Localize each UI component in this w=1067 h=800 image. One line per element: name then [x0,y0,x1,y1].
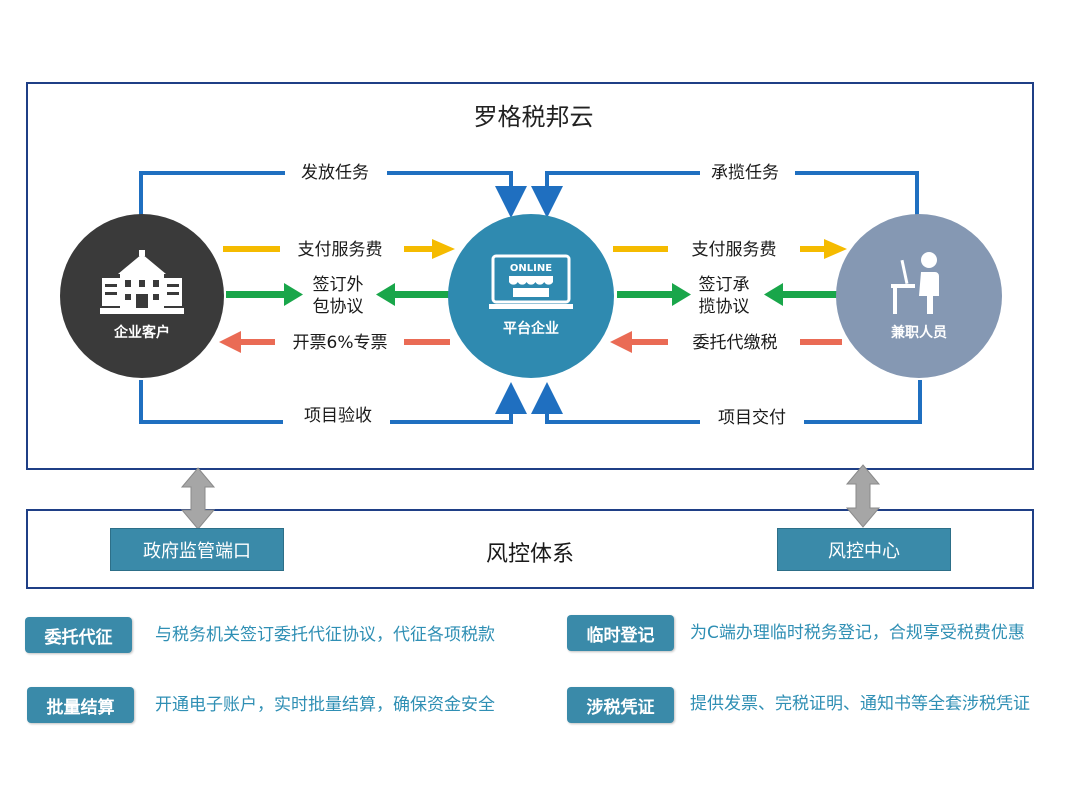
building-icon [100,250,184,314]
project-accept-label: 项目验收 [304,406,372,426]
platform-node: ONLINE 平台企业 [448,214,614,378]
entrust-tax-arrow [610,331,842,353]
undertake-task-label: 承揽任务 [711,163,779,183]
sign-undertake-label-2: 揽协议 [698,297,750,317]
risk-center-button[interactable]: 风控中心 [777,528,951,571]
pay-fee-left-label: 支付服务费 [297,240,383,260]
center-double-arrow [845,464,881,528]
feature-desc-tax-voucher: 提供发票、完税证明、通知书等全套涉税凭证 [690,694,1030,714]
parttime-label: 兼职人员 [891,325,947,341]
feature-tag-tax-voucher: 涉税凭证 [567,687,674,723]
entrust-tax-label: 委托代缴税 [692,333,778,353]
svg-text:ONLINE: ONLINE [510,263,552,274]
issue-task-label: 发放任务 [301,163,369,183]
online-store-icon: ONLINE [489,254,573,309]
project-deliver-label: 项目交付 [718,408,786,428]
feature-desc-entrust: 与税务机关签订委托代征协议，代征各项税款 [155,625,495,645]
risk-system-label: 风控体系 [485,542,574,567]
platform-label: 平台企业 [503,321,559,337]
project-deliver-line [547,380,922,424]
feature-tag-batch-settle: 批量结算 [27,687,134,723]
enterprise-label: 企业客户 [114,325,170,341]
feature-desc-batch-settle: 开通电子账户，实时批量结算，确保资金安全 [155,695,495,715]
sign-outsource-label-2: 包协议 [312,297,364,317]
risk-control-frame [26,509,1034,589]
enterprise-node: 企业客户 [60,214,224,378]
diagram-title: 罗格税邦云 [473,103,594,131]
pay-fee-left-arrow [223,239,455,259]
pay-fee-right-arrow [613,239,847,259]
invoice-label: 开票6%专票 [292,333,388,353]
parttime-node: 兼职人员 [836,214,1002,378]
worker-at-desk-icon [891,252,939,314]
feature-desc-temp-register: 为C端办理临时税务登记，合规享受税费优惠 [690,623,1025,643]
sign-outsource-arrows [226,283,451,306]
platform-frame [26,82,1034,470]
sign-undertake-arrows [617,283,838,306]
sign-undertake-label-1: 签订承 [698,275,750,295]
feature-tag-temp-register: 临时登记 [567,615,674,651]
pay-fee-right-label: 支付服务费 [691,240,777,260]
issue-task-line [139,171,511,218]
undertake-task-line [547,171,919,218]
sign-outsource-label-1: 签订外 [312,275,364,295]
gov-double-arrow [180,467,216,530]
project-accept-line [139,380,511,424]
gov-port-button[interactable]: 政府监管端口 [110,528,284,571]
feature-tag-entrust: 委托代征 [25,617,132,653]
invoice-arrow [219,331,450,353]
